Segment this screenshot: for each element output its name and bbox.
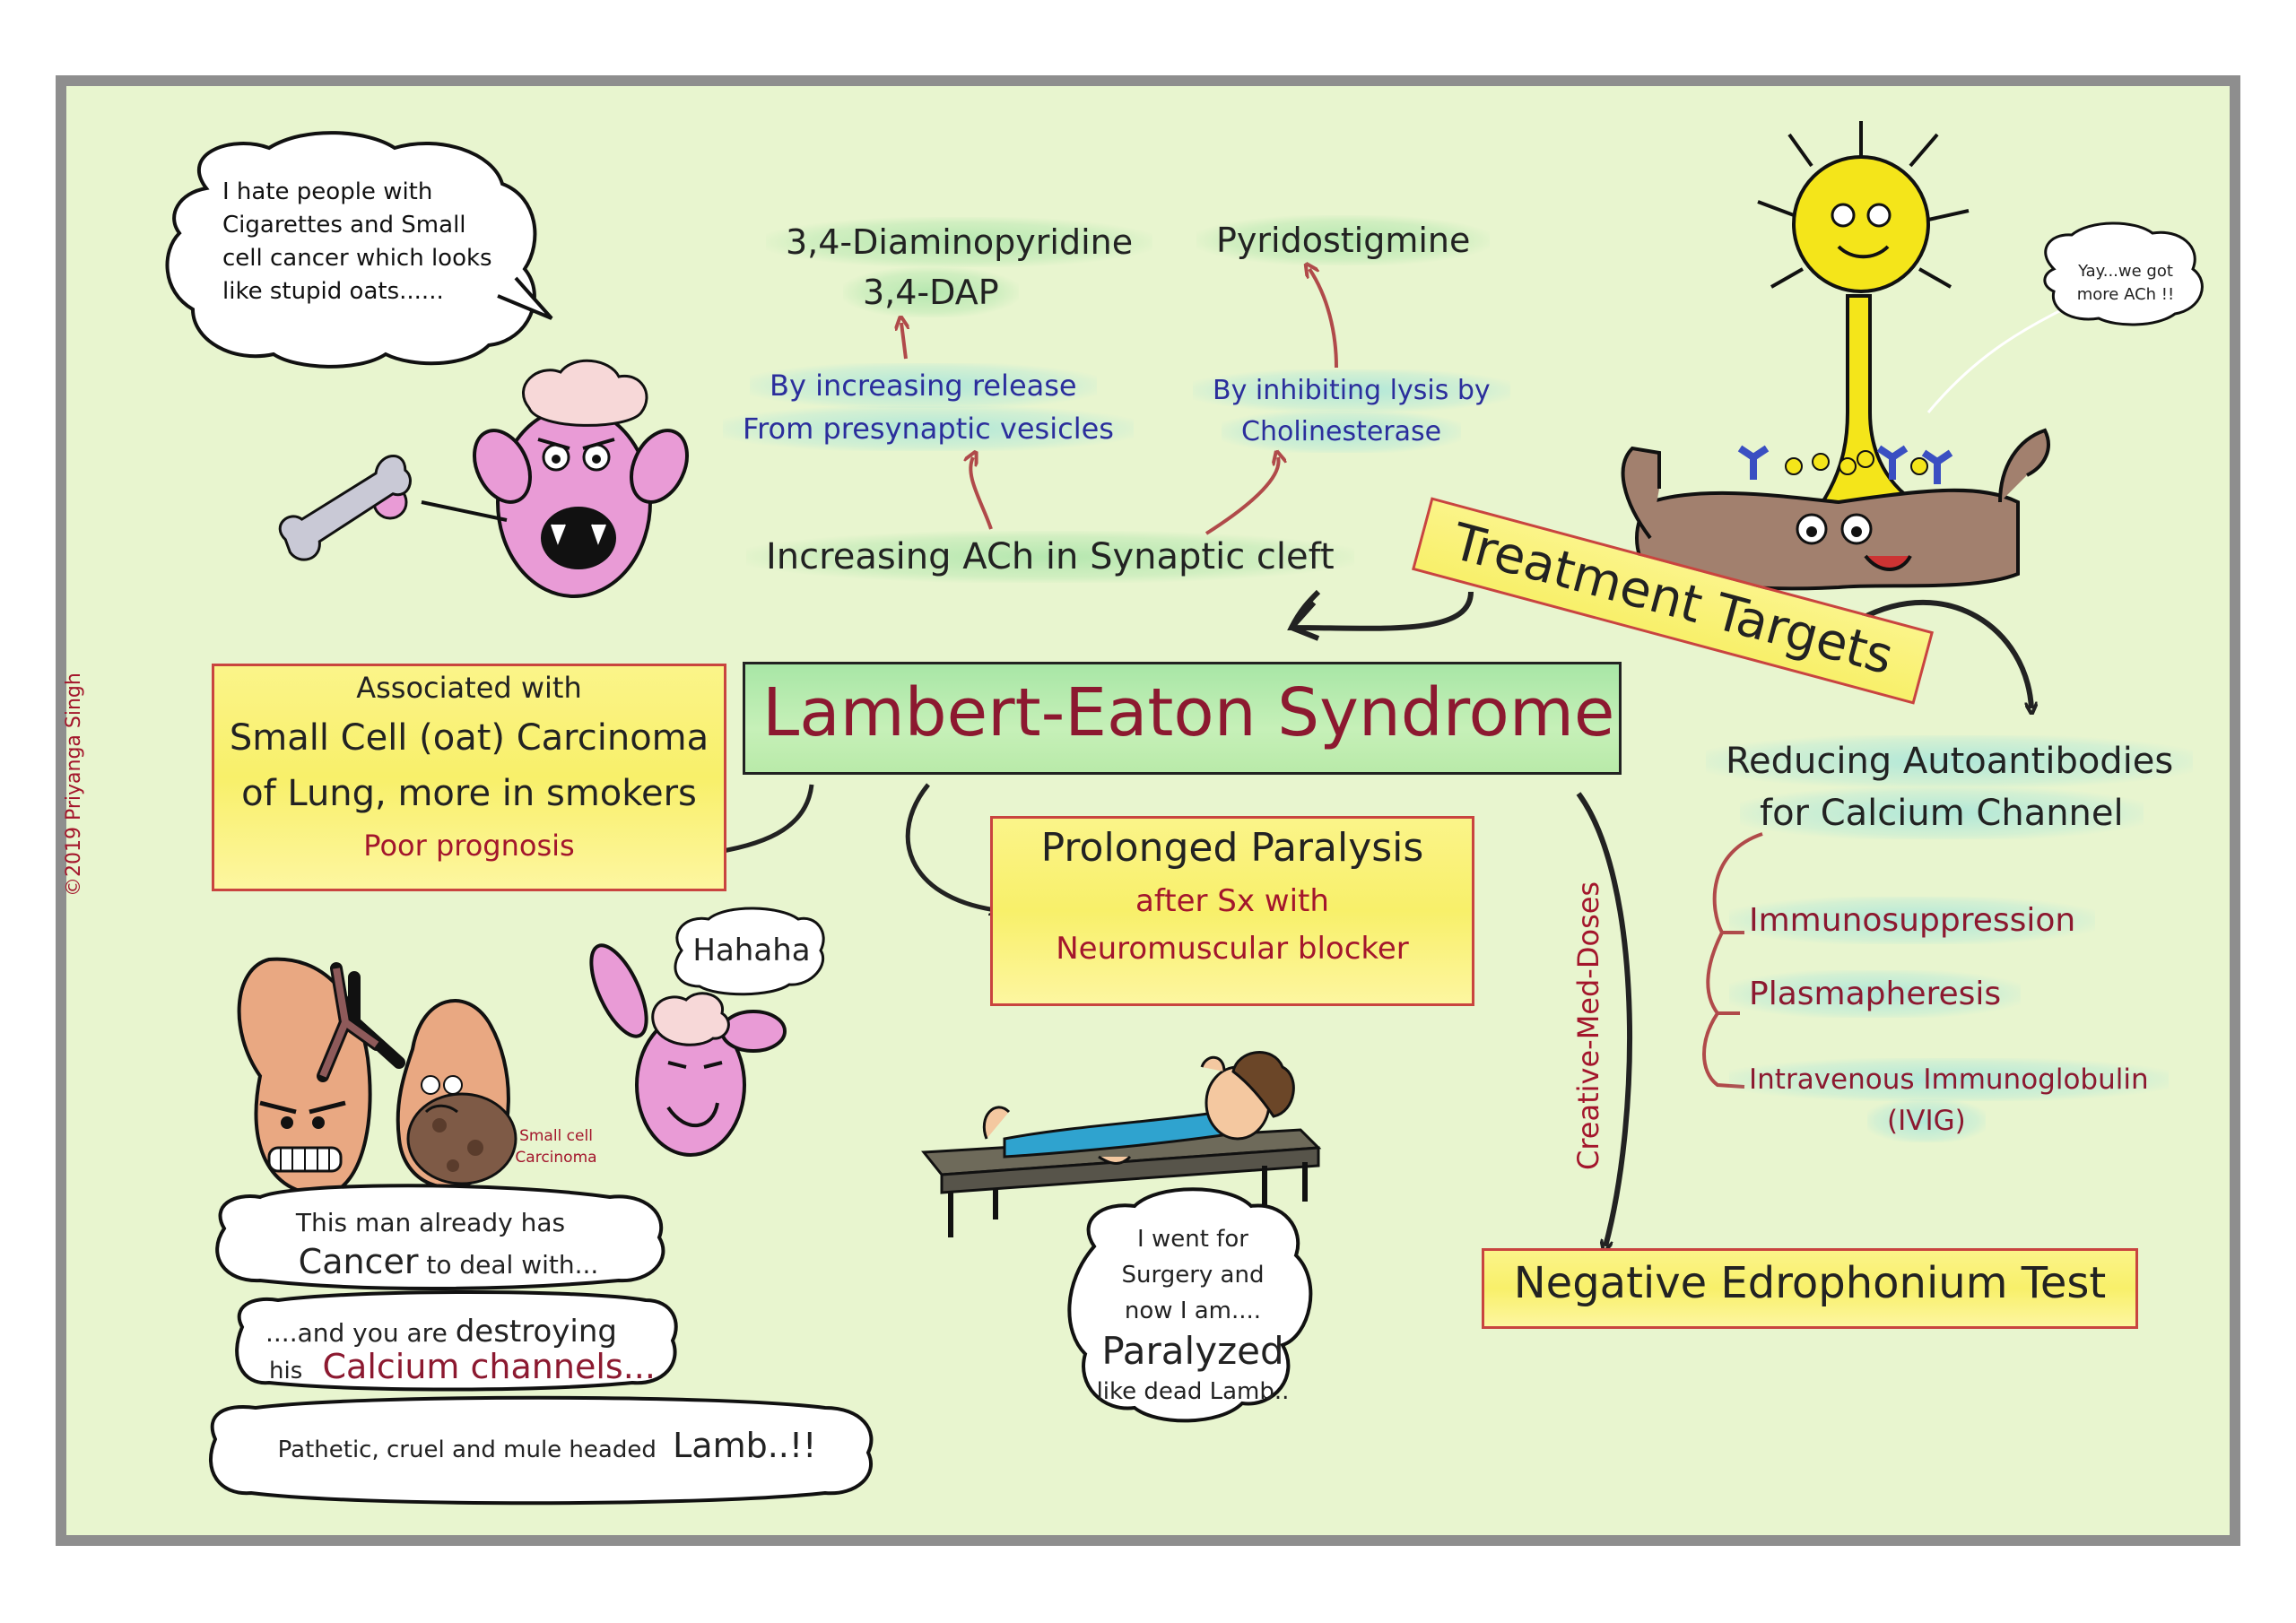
ach-main: Increasing ACh in Synaptic cleft — [746, 531, 1354, 583]
small-cell-line: Small cell — [519, 1127, 593, 1145]
lung-bubble-1-line1: This man already has — [295, 1208, 566, 1237]
title-box — [743, 662, 1622, 775]
edrophonium-text: Negative Edrophonium Test — [1513, 1258, 2107, 1308]
treatment-ivig-line2: (IVIG) — [1867, 1099, 1986, 1142]
destroying-word: destroying — [455, 1314, 617, 1350]
ach-release-line1: By increasing release — [750, 363, 1097, 408]
treatment-immunosuppression: Immunosuppression — [1729, 897, 2096, 944]
neuron-illustration — [1621, 121, 2064, 595]
lung-bubble-2 — [235, 1290, 678, 1392]
patient-bubble-line: Surgery and — [1121, 1262, 1265, 1289]
lung-bubble-2-line2: his Calcium channels... — [269, 1347, 664, 1386]
neuron-bubble-text: Yay...we got more ACh !! — [2063, 260, 2188, 307]
paralysis-box — [990, 816, 1474, 1006]
laughing-lamb-illustration — [589, 943, 787, 1157]
lung-bubble-2-line1: ....and you are destroying — [244, 1314, 639, 1350]
autoantibodies-line2: for Calcium Channel — [1740, 787, 2144, 839]
lungs-illustration — [237, 957, 517, 1196]
paralysis-line3: Neuromuscular blocker — [1056, 931, 1409, 967]
paralysis-line1: Prolonged Paralysis — [1040, 825, 1424, 871]
association-box — [212, 664, 726, 891]
lamb-word: Lamb..!! — [673, 1426, 817, 1465]
lamb-speech-bubble — [165, 131, 537, 369]
arrow-title-to-association — [718, 784, 814, 852]
cancer-word: Cancer — [298, 1242, 419, 1281]
arrow-lysis-to-pyridostigmine — [1309, 269, 1338, 369]
lamb-bubble-line: like stupid oats...... — [222, 278, 444, 305]
patient-on-bed-illustration — [921, 1051, 1322, 1237]
lung-bubble-1-line2: Cancer to deal with... — [224, 1242, 673, 1281]
hahaha-text: Hahaha — [692, 933, 811, 968]
calcium-channels-word: Calcium channels... — [322, 1347, 656, 1386]
treatment-list-bracket — [1702, 832, 1763, 1089]
small-cell-label: Small cell Carcinoma — [502, 1125, 610, 1168]
association-line2: Small Cell (oat) Carcinoma — [229, 717, 709, 759]
lung-bubble-3 — [209, 1395, 874, 1506]
treatment-ivig-line1: Intravenous Immunoglobulin — [1729, 1058, 2169, 1101]
association-line1: Associated with — [356, 671, 582, 705]
paralyzed-word: Paralyzed — [1101, 1329, 1284, 1373]
ach-release-line2: From presynaptic vesicles — [723, 406, 1134, 451]
page-title: Lambert-Eaton Syndrome — [762, 674, 1615, 751]
neuron-bubble-line: more ACh !! — [2076, 285, 2175, 304]
lung-bubble-3-text: Pathetic, cruel and mule headed — [277, 1436, 657, 1463]
ach-drug1-line1: 3,4-Diaminopyridine — [766, 217, 1153, 267]
edrophonium-box — [1482, 1248, 2138, 1329]
paralysis-line2: after Sx with — [1135, 883, 1329, 919]
neuron-speech-bubble — [2043, 221, 2204, 326]
patient-speech-bubble — [1067, 1187, 1313, 1423]
watermark-text: Creative-Med-Doses — [1571, 881, 1605, 1170]
arrow-ach-to-lysis — [1205, 457, 1279, 535]
ach-drug1-line2: 3,4-DAP — [843, 267, 1019, 317]
ach-lysis-line2: Cholinesterase — [1222, 411, 1462, 453]
autoantibodies-line1: Reducing Autoantibodies — [1706, 735, 2194, 787]
lamb-bubble-text: I hate people with Cigarettes and Small … — [222, 176, 518, 308]
patient-bubble-text: I went for Surgery and now I am.... Para… — [1076, 1221, 1309, 1410]
patient-bubble-line: I went for — [1137, 1226, 1248, 1253]
neuron-bubble-line: Yay...we got — [2078, 262, 2173, 281]
arrow-title-to-paralysis — [905, 783, 996, 910]
arrow-treatment-to-ach-head — [1289, 601, 1320, 641]
angry-lamb-illustration — [278, 359, 689, 598]
arrow-treatment-to-autoantibodies — [1859, 600, 2031, 708]
arrow-title-to-edrophonium — [1576, 792, 1632, 1246]
lung-bubble-2-his: his — [269, 1358, 303, 1384]
lamb-bubble-line: cell cancer which looks — [222, 245, 492, 272]
copyright-text: ©2019 Priyanga Singh — [63, 673, 85, 897]
hahaha-bubble — [674, 907, 825, 996]
patient-bubble-line: now I am.... — [1124, 1298, 1262, 1324]
association-line3: of Lung, more in smokers — [241, 773, 697, 814]
lung-bubble-1-rest: to deal with... — [426, 1250, 599, 1280]
lung-bubble-3-line: Pathetic, cruel and mule headed Lamb..!! — [224, 1426, 870, 1465]
lung-bubble-1 — [215, 1184, 665, 1290]
lamb-bubble-line: I hate people with — [222, 178, 433, 205]
ach-lysis-line1: By inhibiting lysis by — [1193, 369, 1510, 412]
ach-drug2: Pyridostigmine — [1196, 215, 1491, 265]
lamb-bubble-line: Cigarettes and Small — [222, 212, 466, 239]
treatment-plasmapheresis: Plasmapheresis — [1729, 970, 2022, 1018]
arrow-ach-to-release — [970, 457, 993, 530]
association-prognosis: Poor prognosis — [363, 829, 575, 863]
small-cell-line: Carcinoma — [515, 1149, 597, 1167]
patient-bubble-line: like dead Lamb.. — [1096, 1378, 1290, 1405]
lung-bubble-2-prefix: ....and you are — [265, 1318, 456, 1348]
arrow-treatment-to-ach — [1287, 589, 1474, 631]
arrow-release-to-dap — [901, 323, 906, 360]
